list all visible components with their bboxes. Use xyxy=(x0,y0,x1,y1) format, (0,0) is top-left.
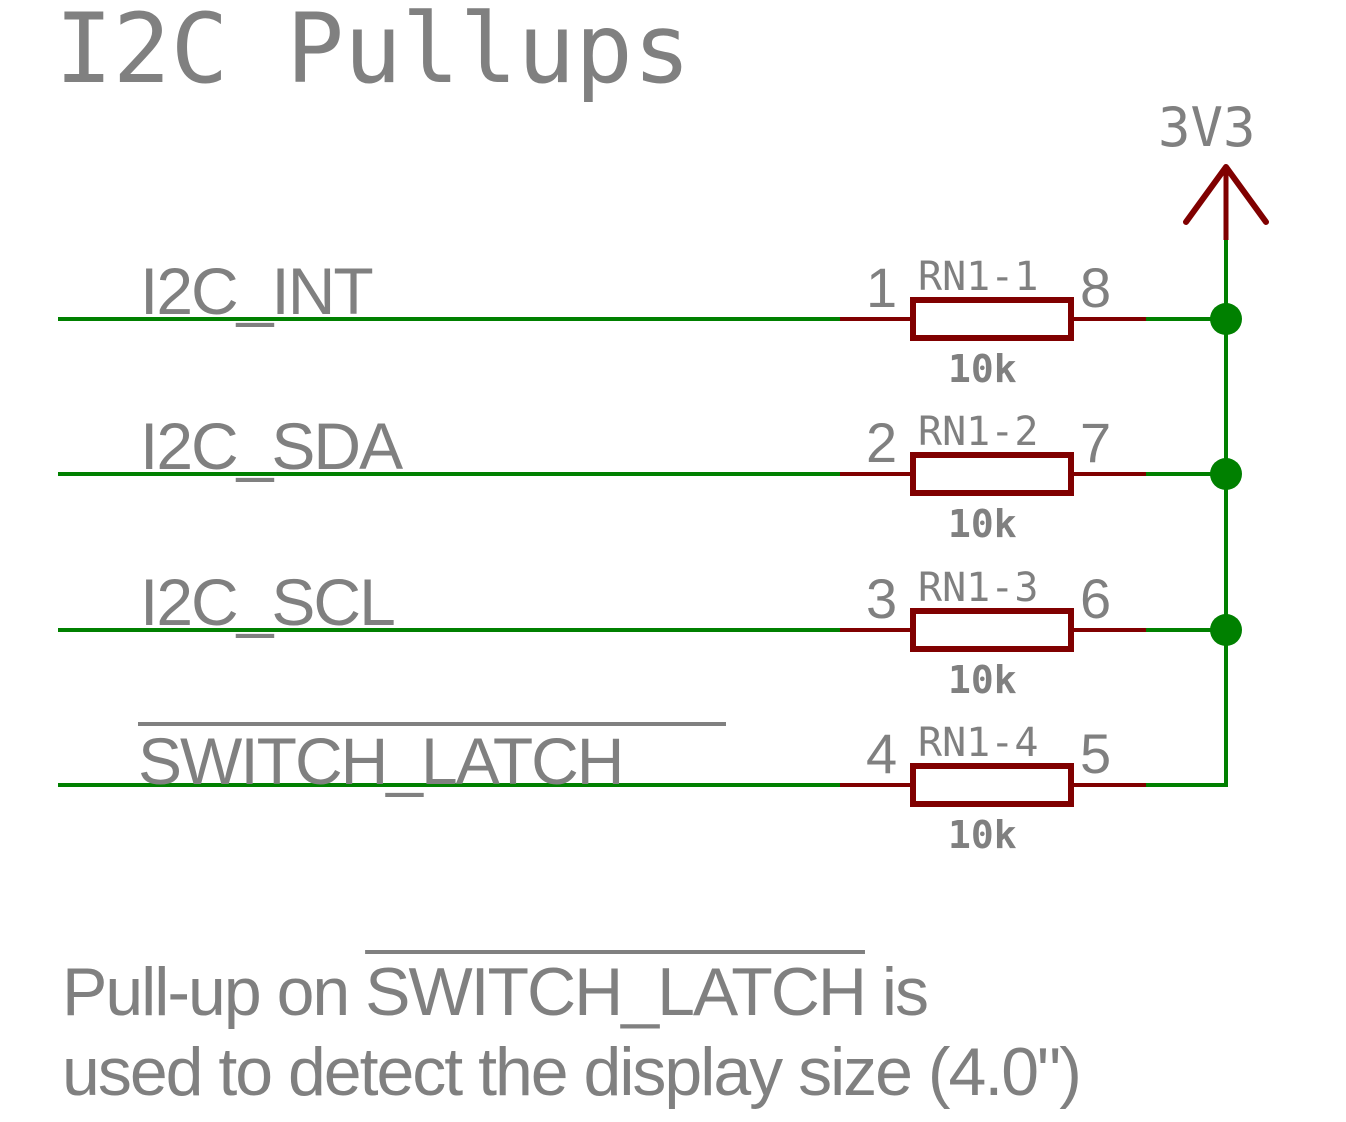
note-line-1: Pull-up on SWITCH_LATCH is xyxy=(62,952,1080,1032)
pin-number-right: 8 xyxy=(1080,256,1111,319)
part-reference: RN1-4 xyxy=(918,720,1038,766)
pin-number-left: 2 xyxy=(866,411,897,474)
part-value: 10k xyxy=(948,347,1017,391)
part-value: 10k xyxy=(948,658,1017,702)
part-reference: RN1-1 xyxy=(918,254,1038,300)
net-label: SWITCH_LATCH xyxy=(138,724,622,798)
net-row-i2c-int: I2C_INT 1 RN1-1 8 10k xyxy=(58,254,1242,391)
resistor-icon xyxy=(910,608,1074,652)
pin-number-right: 6 xyxy=(1080,567,1111,630)
resistor-icon xyxy=(910,452,1074,496)
junction-dot-icon xyxy=(1210,303,1242,335)
net-row-i2c-sda: I2C_SDA 2 RN1-2 7 10k xyxy=(58,409,1242,546)
power-arrow-up-icon xyxy=(1183,164,1269,240)
resistor-icon xyxy=(910,763,1074,807)
part-reference: RN1-2 xyxy=(918,409,1038,455)
net-row-switch-latch: SWITCH_LATCH 4 RN1-4 5 10k xyxy=(58,720,1228,857)
annotation-note: Pull-up on SWITCH_LATCH is used to detec… xyxy=(62,952,1082,1112)
pin-number-left: 4 xyxy=(866,722,897,785)
pin-number-left: 1 xyxy=(866,256,897,319)
net-label: I2C_SCL xyxy=(140,565,394,639)
junction-dot-icon xyxy=(1210,614,1242,646)
net-label: I2C_SDA xyxy=(140,409,403,483)
pin-number-right: 5 xyxy=(1080,722,1111,785)
junction-dot-icon xyxy=(1210,458,1242,490)
part-reference: RN1-3 xyxy=(918,565,1038,611)
pin-number-right: 7 xyxy=(1080,411,1111,474)
sheet-title: I2C Pullups xyxy=(55,0,691,105)
net-row-i2c-scl: I2C_SCL 3 RN1-3 6 10k xyxy=(58,565,1242,702)
supply-label: 3V3 xyxy=(1158,96,1256,159)
pin-number-left: 3 xyxy=(866,567,897,630)
note-line-2: used to detect the display size (4.0") xyxy=(62,1034,1082,1110)
part-value: 10k xyxy=(948,502,1017,546)
resistor-icon xyxy=(910,297,1074,341)
note-signal-name: SWITCH_LATCH xyxy=(365,954,867,1030)
note-text: Pull-up on xyxy=(62,954,366,1030)
note-text: is xyxy=(864,954,929,1030)
net-label: I2C_INT xyxy=(140,254,372,328)
part-value: 10k xyxy=(948,813,1017,857)
